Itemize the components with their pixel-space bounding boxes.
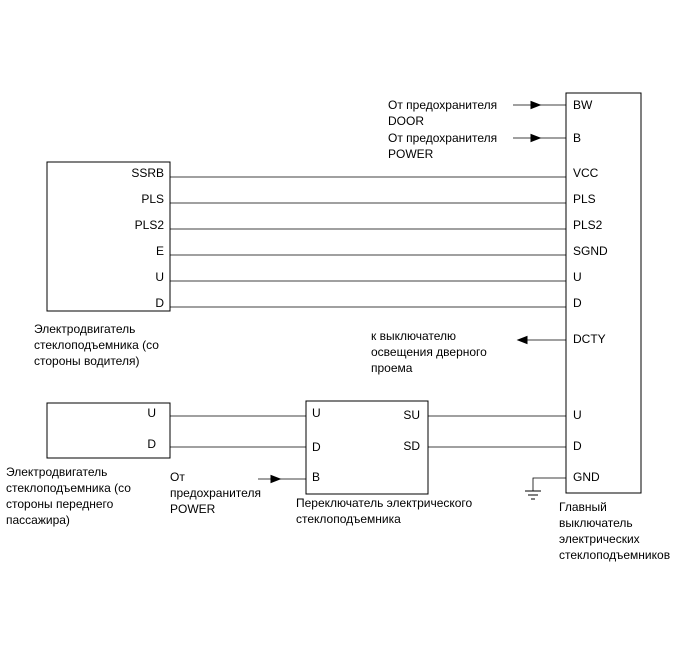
driver-motor-pin-pls: PLS [141,192,164,206]
fuse-power-switch-arrow-icon [270,474,282,484]
passenger-motor-caption-4: пассажира) [6,513,70,527]
fuse-power-main-arrow-icon [530,133,542,143]
driver-motor-pin-d: D [155,296,164,310]
driver-motor-caption-2: стеклоподъемника (со [34,338,159,352]
fuse-power-main-label-1: От предохранителя [388,131,497,145]
passenger-switch-pin-b: B [312,470,320,484]
gnd-wire [532,477,566,491]
dcty-arrow-icon [516,335,528,345]
fuse-door-label-1: От предохранителя [388,98,497,112]
passenger-motor-caption-2: стеклоподъемника (со [6,481,131,495]
courtesy-light-label-3: проема [371,361,413,375]
main-switch-pin-pls: PLS [573,192,596,206]
fuse-door-arrow-icon [530,100,542,110]
fuse-power-main-label-2: POWER [388,147,434,161]
passenger-switch-pin-sd: SD [403,439,420,453]
driver-motor-pin-pls2: PLS2 [135,218,165,232]
main-switch-caption-2: выключатель [559,516,633,530]
ground-icon [525,490,541,500]
main-switch-box [565,92,642,494]
passenger-switch-caption-1: Переключатель электрического [296,496,473,510]
fuse-power-switch-label-2: предохранителя [170,486,261,500]
main-switch-pin-d: D [573,296,582,310]
main-switch-caption-1: Главный [559,500,607,514]
driver-motor-box [46,161,171,312]
main-switch-pin-gnd: GND [573,470,600,484]
passenger-switch-box [305,400,429,495]
main-switch-pin-bw: BW [573,98,593,112]
main-switch-pin-u: U [573,270,582,284]
driver-motor-pin-e: E [156,244,164,258]
passenger-motor-box [46,402,171,459]
fuse-power-switch-label-1: От [170,470,185,484]
passenger-switch-caption-2: стеклоподъемника [296,512,401,526]
main-switch-pin-b: B [573,131,581,145]
main-switch-caption-3: электрических [559,532,640,546]
main-switch-pin-sgnd: SGND [573,244,608,258]
main-switch-pin-d2: D [573,439,582,453]
passenger-motor-pin-u: U [147,406,156,420]
main-switch-pin-u2: U [573,408,582,422]
fuse-power-switch-label-3: POWER [170,502,216,516]
passenger-switch-pin-d: D [312,440,321,454]
driver-motor-caption-3: стороны водителя) [34,354,139,368]
main-switch-caption-4: стеклоподъемников [559,548,670,562]
passenger-switch-pin-su: SU [403,408,420,422]
passenger-switch-pin-u: U [312,406,321,420]
driver-motor-pin-ssrb: SSRB [131,166,164,180]
courtesy-light-label-1: к выключателю [371,329,456,343]
driver-motor-caption-1: Электродвигатель [34,322,135,336]
main-switch-pin-vcc: VCC [573,166,599,180]
main-switch-pin-pls2: PLS2 [573,218,603,232]
driver-motor-pin-u: U [155,270,164,284]
passenger-motor-caption-3: стороны переднего [6,497,114,511]
main-switch-pin-dcty: DCTY [573,332,606,346]
passenger-motor-pin-d: D [147,437,156,451]
fuse-door-label-2: DOOR [388,114,424,128]
passenger-motor-caption-1: Электродвигатель [6,465,107,479]
courtesy-light-label-2: освещения дверного [371,345,487,359]
